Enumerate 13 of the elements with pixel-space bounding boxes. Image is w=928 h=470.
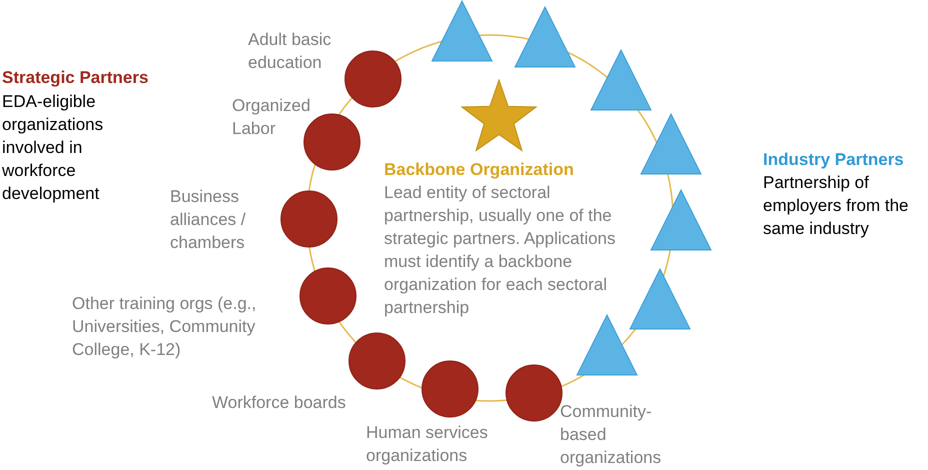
group-description: EDA-eligible organizations involved in workforce development <box>2 91 104 205</box>
partner-label: Business alliances / chambers <box>170 186 247 254</box>
partner-label: Human services organizations <box>366 422 489 467</box>
group-heading: Strategic Partners <box>2 67 150 89</box>
group-description: Partnership of employers from the same industry <box>763 172 910 240</box>
group-heading: Industry Partners <box>763 149 905 171</box>
partner-label: Community-based organizations <box>560 401 662 469</box>
partner-label: Adult basic education <box>248 29 332 74</box>
partner-label: Workforce boards <box>212 392 347 414</box>
group-description: Lead entity of sectoral partnership, usually one of the strategic partners. Applications must identify a backbone organization for each sectoral partnership <box>384 182 617 319</box>
group-heading: Backbone Organization <box>384 159 575 181</box>
partner-label: Organized Labor <box>232 95 312 140</box>
partner-label: Other training orgs (e.g., Universities, Community College, K-12) <box>72 293 258 361</box>
